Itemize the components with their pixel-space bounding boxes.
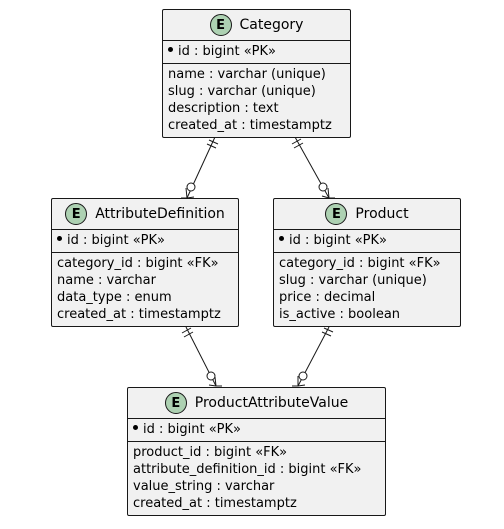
entity-header: E Product	[274, 199, 460, 230]
pk-field: id : bigint «PK»	[168, 43, 345, 60]
entity-productattributevalue: E ProductAttributeValue id : bigint «PK»…	[127, 387, 386, 516]
attribute-section: name : varchar (unique) slug : varchar (…	[163, 64, 350, 137]
pk-field: id : bigint «PK»	[57, 232, 233, 249]
key-bullet-icon	[57, 236, 62, 241]
relation-category-product	[291, 136, 335, 199]
attribute-field: data_type : enum	[57, 290, 172, 305]
entity-product: E Product id : bigint «PK» category_id :…	[273, 198, 461, 327]
pk-section: id : bigint «PK»	[274, 230, 460, 253]
pk-field: id : bigint «PK»	[133, 421, 380, 438]
attribute-field: name : varchar (unique)	[168, 67, 326, 82]
attribute-field: category_id : bigint «FK»	[57, 256, 219, 271]
entity-title: ProductAttributeValue	[194, 395, 349, 411]
key-bullet-icon	[279, 236, 284, 241]
attribute-field: description : text	[168, 101, 279, 116]
attribute-field: created_at : timestamptz	[168, 118, 332, 133]
entity-attributedefinition: E AttributeDefinition id : bigint «PK» c…	[51, 198, 239, 327]
entity-title: AttributeDefinition	[95, 206, 225, 222]
attribute-field: is_active : boolean	[279, 307, 401, 322]
attribute-field: name : varchar	[57, 273, 156, 288]
entity-category: E Category id : bigint «PK» name : varch…	[162, 9, 351, 138]
attribute-section: product_id : bigint «FK» attribute_defin…	[128, 442, 385, 515]
attribute-section: category_id : bigint «FK» slug : varchar…	[274, 253, 460, 326]
attribute-section: category_id : bigint «FK» name : varchar…	[52, 253, 238, 326]
relation-category-attributedefinition	[181, 136, 219, 199]
entity-title: Product	[355, 206, 409, 222]
attribute-field: created_at : timestamptz	[57, 307, 221, 322]
attribute-field: value_string : varchar	[133, 479, 275, 494]
relation-product-pav	[292, 326, 334, 387]
pk-section: id : bigint «PK»	[128, 419, 385, 442]
entity-title: Category	[239, 17, 304, 33]
entity-header: E ProductAttributeValue	[128, 388, 385, 419]
attribute-field: slug : varchar (unique)	[168, 84, 316, 99]
entity-badge-icon: E	[164, 392, 187, 414]
entity-badge-icon: E	[325, 203, 348, 225]
pk-field: id : bigint «PK»	[279, 232, 455, 249]
entity-badge-icon: E	[209, 14, 232, 36]
key-bullet-icon	[168, 47, 173, 52]
pk-section: id : bigint «PK»	[52, 230, 238, 253]
attribute-field: created_at : timestamptz	[133, 496, 297, 511]
entity-badge-icon: E	[65, 203, 88, 225]
entity-header: E AttributeDefinition	[52, 199, 238, 230]
attribute-field: category_id : bigint «FK»	[279, 256, 441, 271]
pk-section: id : bigint «PK»	[163, 41, 350, 64]
attribute-field: attribute_definition_id : bigint «FK»	[133, 462, 362, 477]
attribute-field: product_id : bigint «FK»	[133, 445, 288, 460]
relation-attributedefinition-pav	[181, 326, 222, 387]
attribute-field: price : decimal	[279, 290, 376, 305]
entity-header: E Category	[163, 10, 350, 41]
key-bullet-icon	[133, 425, 138, 430]
attribute-field: slug : varchar (unique)	[279, 273, 427, 288]
